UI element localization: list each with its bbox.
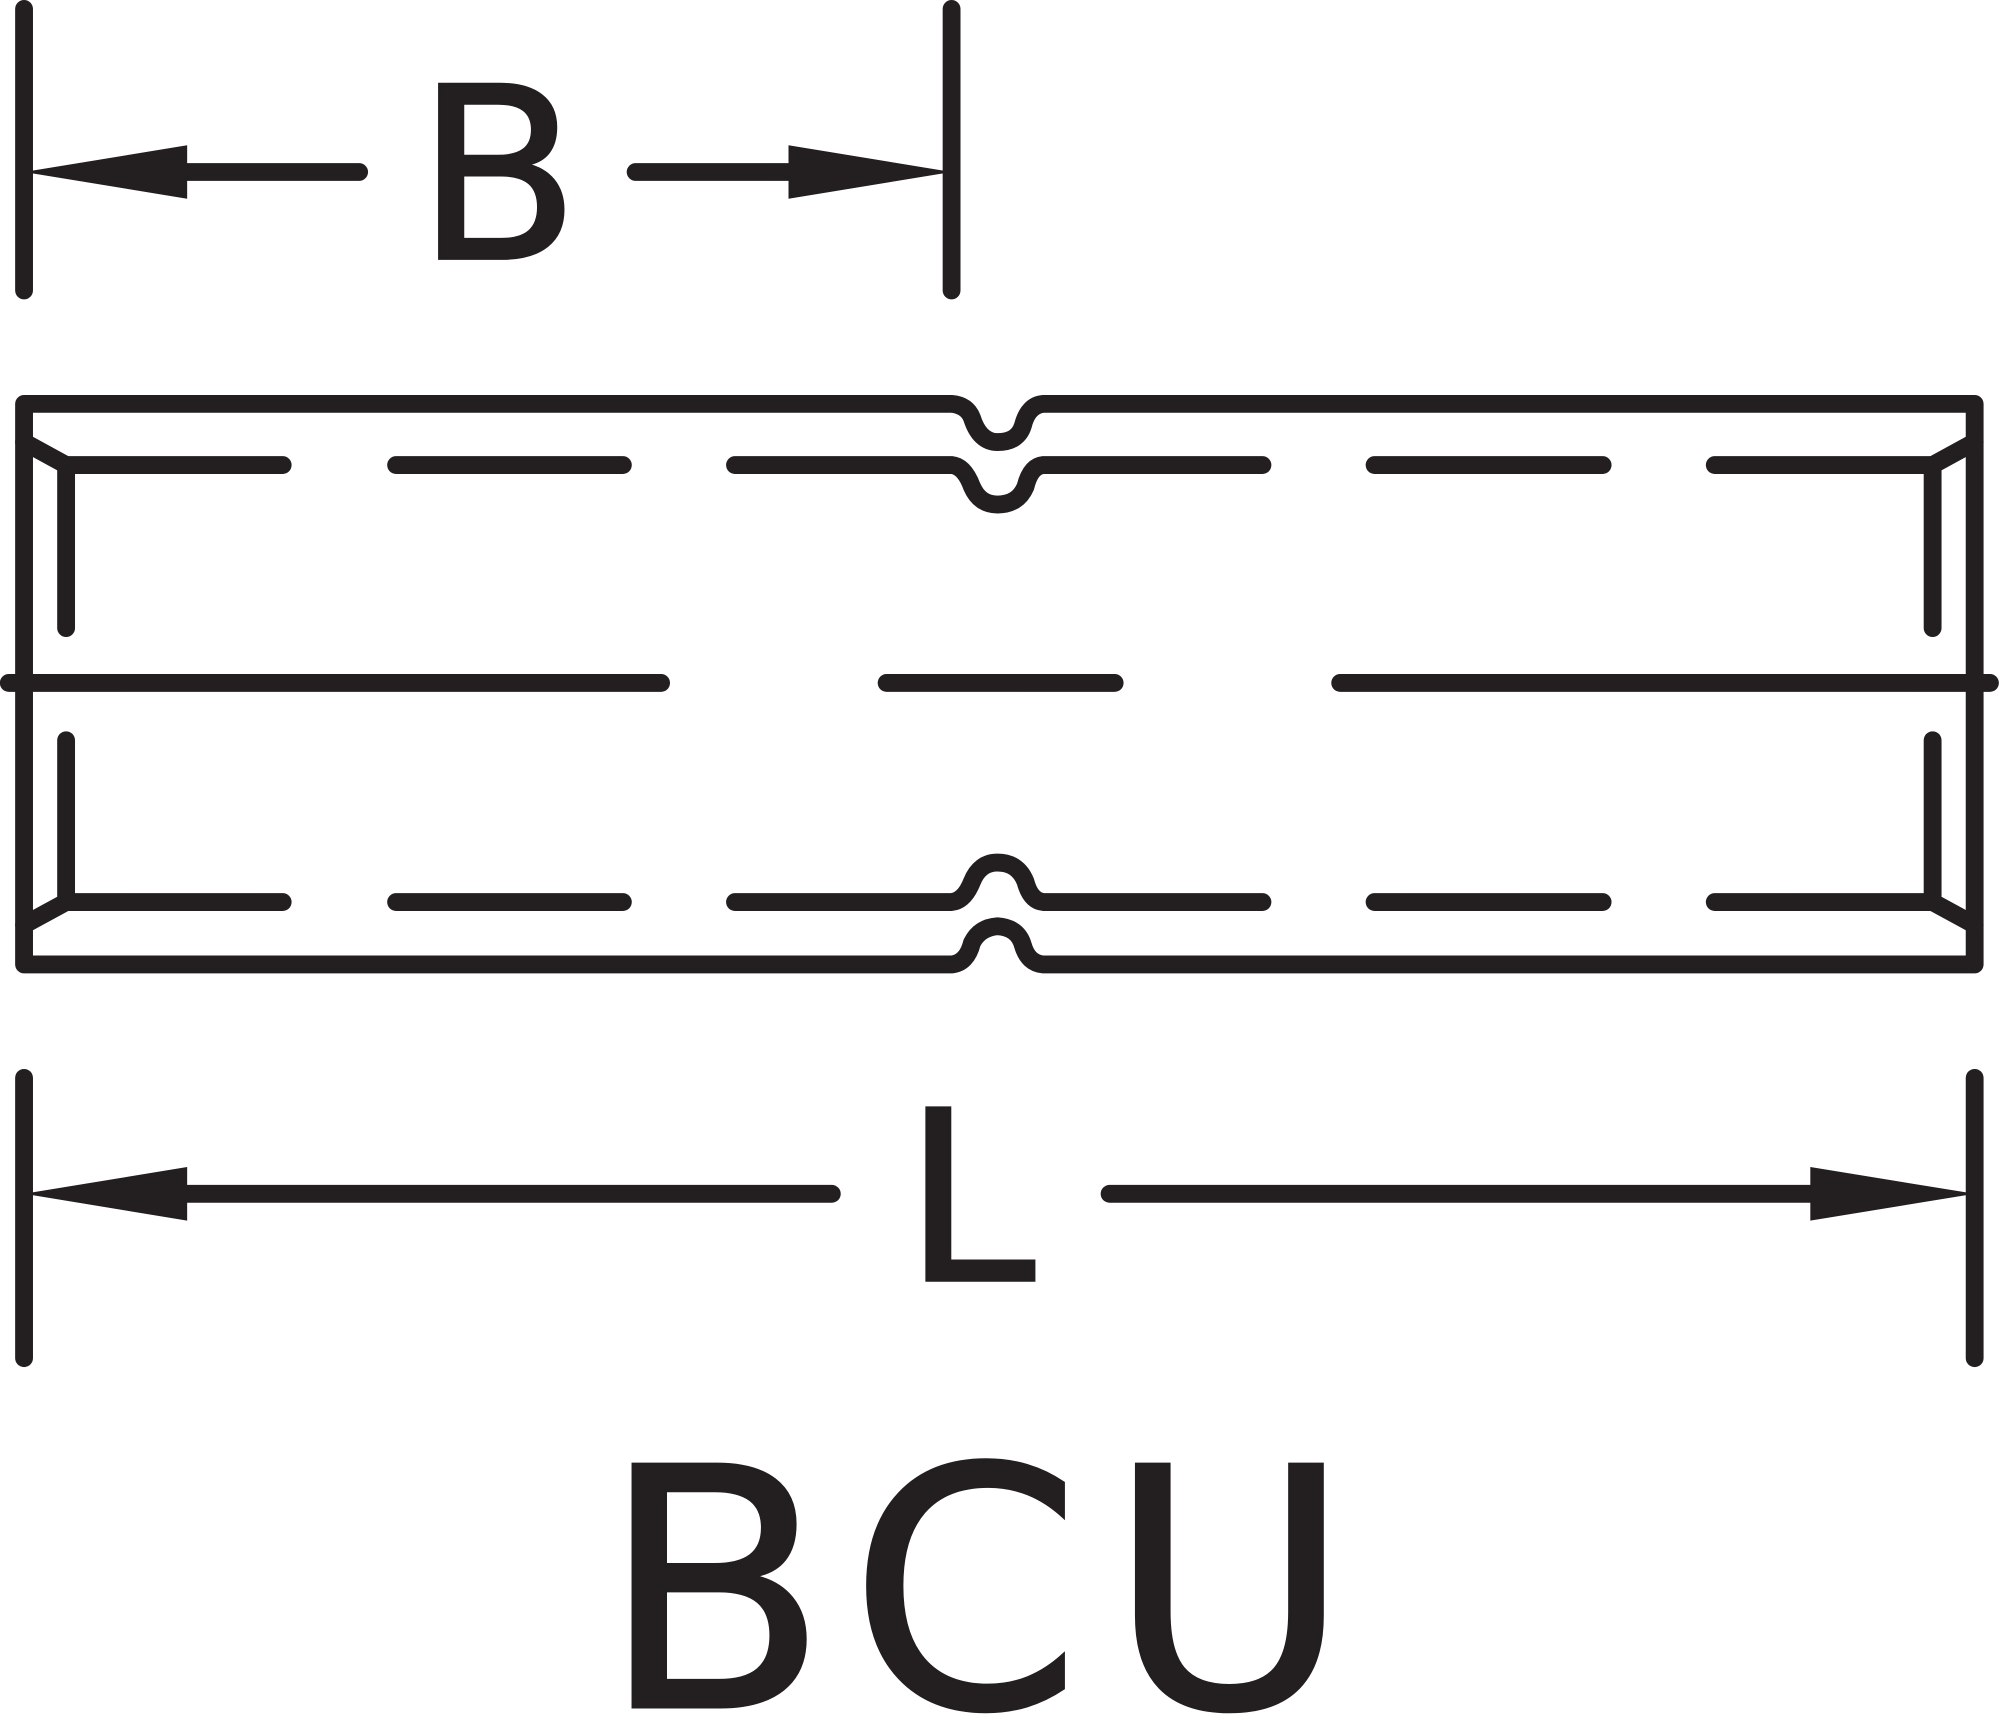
- width-dimension: B: [15, 0, 961, 317]
- connector-body: [0, 394, 1999, 974]
- width-label: B: [416, 38, 580, 316]
- drawing-title: BCU: [600, 1397, 1377, 1720]
- arrowhead-left-icon: [24, 145, 188, 199]
- arrowhead-right-icon: [1810, 1167, 1975, 1221]
- inner-bottom-right-corner: [1923, 731, 1984, 934]
- inner-top-crimp: [726, 456, 1272, 514]
- inner-top-right-corner: [1923, 433, 1984, 638]
- arrowhead-left-icon: [24, 1167, 188, 1221]
- length-label: L: [903, 1060, 1035, 1336]
- length-dimension: L: [15, 1059, 1984, 1368]
- inner-bottom-crimp: [726, 853, 1272, 911]
- arrowhead-right-icon: [788, 145, 952, 199]
- outer-outline: [15, 394, 1984, 974]
